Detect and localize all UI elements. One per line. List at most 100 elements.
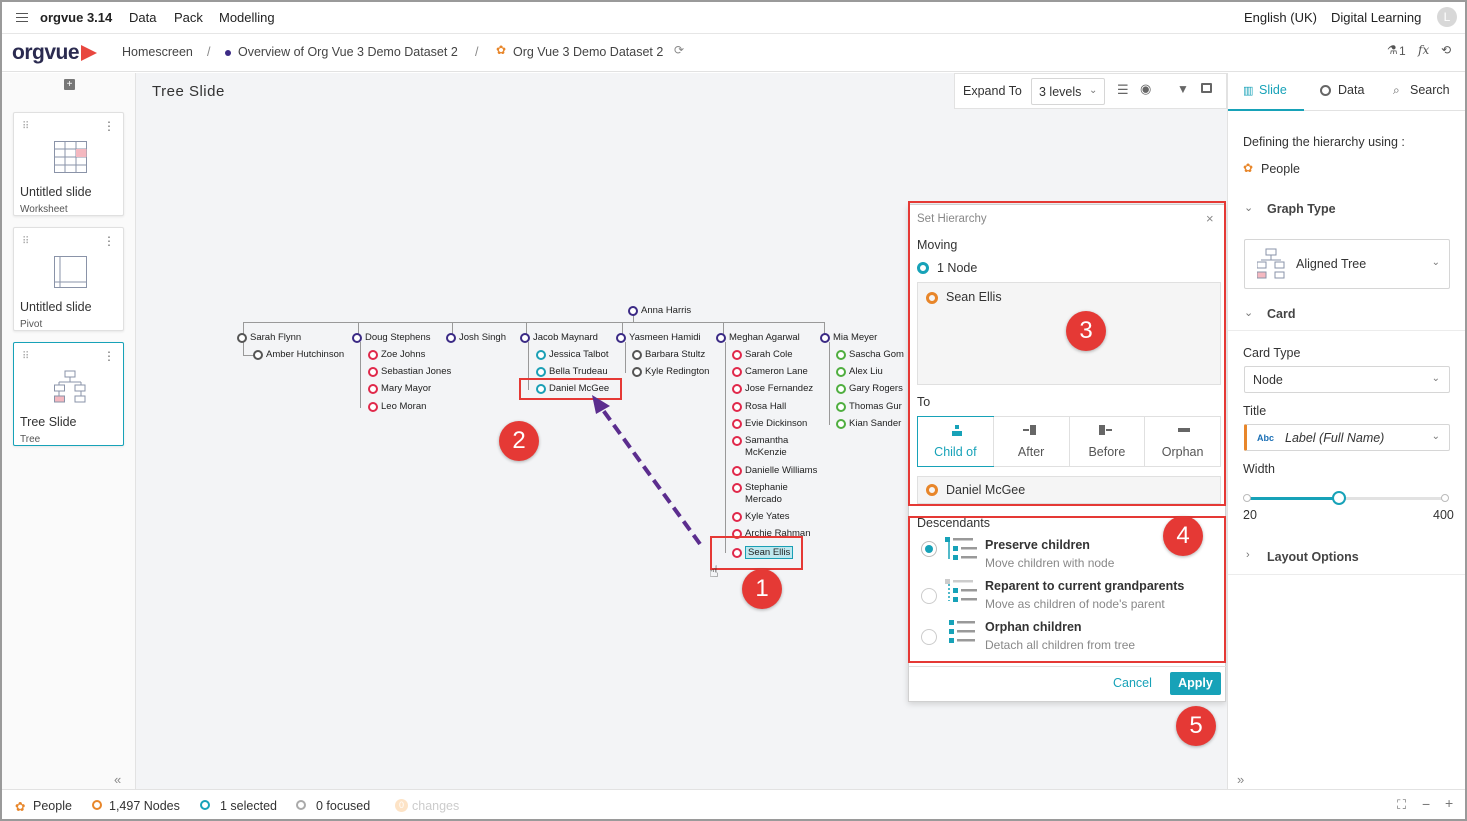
tree-node[interactable]: Sarah Cole — [732, 349, 793, 360]
sync-icon[interactable]: ⟲ — [1441, 43, 1452, 57]
card-heading[interactable]: Card — [1267, 307, 1296, 321]
drag-handle-icon[interactable]: ⠿ — [22, 351, 29, 362]
option-after[interactable]: After — [992, 417, 1069, 466]
tab-search[interactable]: ⌕ Search — [1393, 73, 1463, 111]
tree-node[interactable]: Kyle Yates — [732, 511, 790, 522]
option-title: Reparent to current grandparents — [985, 579, 1185, 593]
language-menu[interactable]: English (UK) — [1244, 10, 1317, 25]
collapse-right-icon[interactable]: » — [1237, 772, 1245, 787]
tree-node[interactable]: Mia Meyer — [820, 332, 877, 343]
status-focused[interactable]: 0 focused — [316, 799, 371, 813]
breadcrumb-home[interactable]: Homescreen — [122, 45, 193, 59]
menu-modelling[interactable]: Modelling — [219, 10, 275, 25]
graph-type-heading[interactable]: Graph Type — [1267, 202, 1336, 216]
chevron-down-icon[interactable]: ⌄ — [1244, 307, 1254, 319]
option-child-of[interactable]: Child of — [917, 416, 994, 467]
slide-menu-icon[interactable]: ⋮ — [103, 119, 115, 133]
digital-learning-link[interactable]: Digital Learning — [1331, 10, 1422, 25]
tree-node[interactable]: Sarah Flynn — [237, 332, 301, 343]
formula-icon[interactable]: fx — [1418, 43, 1430, 57]
tree-node[interactable]: Jose Fernandez — [732, 383, 813, 394]
slide-menu-icon[interactable]: ⋮ — [103, 349, 115, 363]
status-changes[interactable]: changes — [412, 799, 460, 813]
apply-button[interactable]: Apply — [1170, 672, 1221, 695]
option-before[interactable]: Before — [1068, 417, 1145, 466]
fit-screen-icon[interactable]: ⛶ — [1397, 797, 1407, 812]
slide-menu-icon[interactable]: ⋮ — [103, 234, 115, 248]
cancel-button[interactable]: Cancel — [1113, 676, 1152, 690]
tree-node[interactable]: Josh Singh — [446, 332, 506, 343]
graph-type-select[interactable]: Aligned Tree ⌄ — [1244, 239, 1450, 289]
tree-node-daniel-mcgee[interactable]: Daniel McGee — [536, 383, 609, 394]
zoom-out-icon[interactable]: − — [1422, 796, 1431, 812]
status-selected[interactable]: 1 selected — [220, 799, 277, 813]
users-icon[interactable]: ⚗ — [1387, 43, 1398, 57]
tree-node[interactable]: Sascha Gom — [836, 349, 904, 360]
reparent-radio[interactable] — [921, 588, 937, 604]
node-label: Danielle Williams — [745, 465, 818, 476]
tree-node[interactable]: Meghan Agarwal — [716, 332, 800, 343]
tree-node[interactable]: Anna Harris — [628, 305, 691, 316]
tree-node[interactable]: Yasmeen Hamidi — [616, 332, 701, 343]
chevron-down-icon[interactable]: ⌄ — [1244, 202, 1254, 214]
close-icon[interactable]: × — [1206, 211, 1214, 226]
width-slider-track[interactable] — [1243, 491, 1449, 505]
layout-options-heading[interactable]: Layout Options — [1267, 550, 1359, 564]
tree-node[interactable]: Amber Hutchinson — [253, 349, 344, 360]
expand-levels-select[interactable]: 3 levels ⌄ — [1031, 78, 1105, 105]
tree-node[interactable]: Danielle Williams — [732, 465, 817, 476]
zoom-in-icon[interactable]: + — [1445, 795, 1454, 811]
width-slider-thumb[interactable] — [1331, 491, 1346, 505]
tree-node[interactable]: Doug Stephens — [352, 332, 431, 343]
preserve-children-radio[interactable] — [921, 541, 937, 557]
menu-data[interactable]: Data — [129, 10, 157, 25]
filter-icon[interactable]: ▼ — [1177, 82, 1189, 96]
tree-node[interactable]: Rosa Hall — [732, 401, 786, 412]
orgvue-logo[interactable]: orgvue — [12, 41, 80, 64]
tree-node[interactable]: Jacob Maynard — [520, 332, 598, 343]
slide-card-tree[interactable]: ⠿ ⋮ Tree Slide Tree — [13, 342, 124, 446]
tree-node[interactable]: Jessica Talbot — [536, 349, 609, 360]
hamburger-menu-icon[interactable] — [16, 13, 28, 22]
chevron-right-icon[interactable]: › — [1246, 549, 1250, 561]
tree-node[interactable]: Leo Moran — [368, 401, 426, 412]
tree-node-sean-ellis[interactable]: Sean Ellis — [732, 546, 794, 559]
add-slide-icon[interactable]: + — [64, 79, 75, 90]
orphan-children-radio[interactable] — [921, 629, 937, 645]
tree-node[interactable]: Cameron Lane — [732, 366, 808, 377]
breadcrumb-dataset[interactable]: Org Vue 3 Demo Dataset 2 — [513, 45, 664, 59]
drag-handle-icon[interactable]: ⠿ — [22, 236, 29, 247]
option-orphan[interactable]: Orphan — [1144, 417, 1220, 466]
tree-node[interactable]: Thomas Gur — [836, 401, 902, 412]
tree-node[interactable]: Gary Rogers — [836, 383, 903, 394]
tree-node[interactable]: Sebastian Jones — [368, 366, 451, 377]
menu-pack[interactable]: Pack — [174, 10, 203, 25]
tab-slide[interactable]: ▥ Slide — [1228, 73, 1304, 111]
list-icon[interactable]: ☰ — [1117, 82, 1129, 97]
avatar[interactable]: L — [1437, 7, 1457, 27]
tree-node[interactable]: Alex Liu — [836, 366, 883, 377]
dialog-title: Set Hierarchy — [917, 213, 987, 225]
title-select[interactable]: Abc Label (Full Name) ⌄ — [1244, 424, 1450, 451]
status-dataset[interactable]: People — [33, 799, 72, 813]
slide-card-pivot[interactable]: ⠿ ⋮ Untitled slide Pivot — [13, 227, 124, 331]
collapse-left-icon[interactable]: « — [114, 772, 122, 787]
refresh-icon[interactable]: ⟳ — [674, 43, 685, 57]
tab-data[interactable]: Data — [1318, 73, 1378, 111]
tree-node[interactable]: Barbara Stultz — [632, 349, 705, 360]
drag-handle-icon[interactable]: ⠿ — [22, 121, 29, 132]
status-nodes[interactable]: 1,497 Nodes — [109, 799, 180, 813]
tree-node[interactable]: Zoe Johns — [368, 349, 425, 360]
breadcrumb-overview[interactable]: Overview of Org Vue 3 Demo Dataset 2 — [238, 45, 458, 59]
tree-node[interactable]: Evie Dickinson — [732, 418, 807, 429]
panel-icon[interactable] — [1201, 83, 1212, 93]
tree-node[interactable]: Mary Mayor — [368, 383, 431, 394]
tree-node[interactable]: Bella Trudeau — [536, 366, 608, 377]
palette-icon[interactable]: ◉ — [1140, 81, 1152, 96]
tree-node[interactable]: Kian Sander — [836, 418, 901, 429]
slide-card-worksheet[interactable]: ⠿ ⋮ Untitled slide Worksheet — [13, 112, 124, 216]
tree-node[interactable]: Kyle Redington — [632, 366, 709, 377]
card-type-select[interactable]: Node ⌄ — [1244, 366, 1450, 393]
